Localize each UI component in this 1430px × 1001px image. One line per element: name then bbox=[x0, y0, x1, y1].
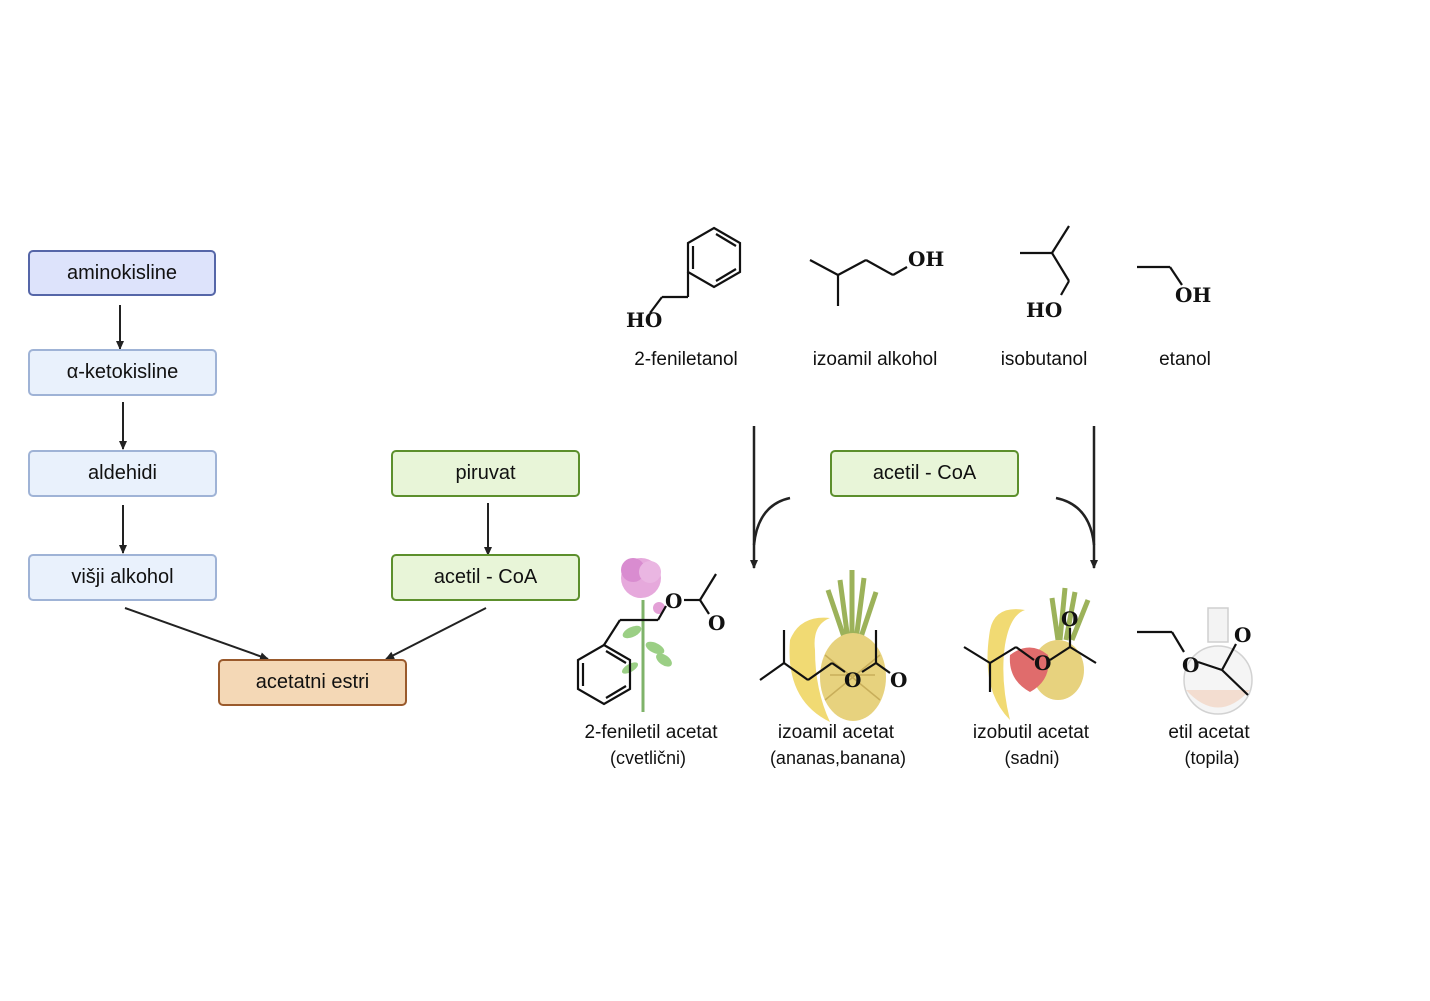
ester-label-isobutyl: izobutil acetat bbox=[972, 722, 1090, 743]
keto-acids-label: α-ketokisline bbox=[66, 361, 179, 383]
reaction-arrow-right-curve bbox=[1055, 496, 1096, 546]
acetate-esters-label: acetatni estri bbox=[255, 671, 370, 693]
phenylethanol-structure bbox=[649, 226, 742, 314]
phenylethanol-ho-label: HO bbox=[626, 308, 662, 332]
isobutyl-acetate-structure bbox=[963, 628, 1097, 692]
higher-alcohol-box: višji alkohol bbox=[28, 554, 217, 601]
ethanol-oh-label: OH bbox=[1175, 283, 1211, 307]
fruit-illustration bbox=[987, 587, 1091, 720]
ethyl-carbonyl-o: O bbox=[1234, 623, 1251, 647]
alcohol-label-isobutanol: isobutanol bbox=[1000, 349, 1088, 370]
acetate-esters-box: acetatni estri bbox=[218, 659, 407, 706]
aldehydes-label: aldehidi bbox=[88, 462, 157, 484]
isoamyl-alcohol-structure bbox=[809, 259, 908, 306]
keto-acids-box: α-ketokisline bbox=[28, 349, 217, 396]
pyruvate-label: piruvat bbox=[455, 462, 516, 484]
reaction-acetyl-coa-box: acetil - CoA bbox=[830, 450, 1019, 497]
acetyl-coa-label: acetil - CoA bbox=[433, 566, 538, 588]
isobutyl-ester-o: O bbox=[1034, 651, 1051, 675]
isoamyl-acetate-structure bbox=[759, 630, 891, 681]
rose-illustration bbox=[621, 558, 672, 712]
ester-note-isoamyl: (ananas,banana) bbox=[769, 748, 907, 768]
arrow-acetylcoa-to-esters bbox=[385, 607, 487, 660]
acetyl-coa-box: acetil - CoA bbox=[391, 554, 580, 601]
alcohol-label-ethanol: etanol bbox=[1159, 349, 1211, 370]
alcohol-label-isoamyl: izoamil alkohol bbox=[812, 349, 938, 370]
aldehydes-box: aldehidi bbox=[28, 450, 217, 497]
ester-label-ethyl: etil acetat bbox=[1168, 722, 1250, 743]
isoamyl-carbonyl-o: O bbox=[890, 668, 907, 692]
ethanol-structure bbox=[1137, 265, 1183, 286]
isobutyl-carbonyl-o: O bbox=[1061, 607, 1078, 631]
phenylethyl-carbonyl-o: O bbox=[708, 611, 725, 635]
banana-pineapple-illustration bbox=[789, 570, 886, 722]
pyruvate-box: piruvat bbox=[391, 450, 580, 497]
ethyl-ester-o: O bbox=[1182, 653, 1199, 677]
ester-label-phenylethyl: 2-feniletil acetat bbox=[584, 722, 718, 743]
reaction-arrow-left-curve bbox=[752, 496, 791, 546]
isoamyl-ester-o: O bbox=[844, 668, 861, 692]
reaction-acetyl-coa-label: acetil - CoA bbox=[872, 462, 977, 484]
isobutanol-structure bbox=[1020, 225, 1070, 296]
ester-note-ethyl: (topila) bbox=[1184, 748, 1240, 768]
alcohol-label-phenylethanol: 2-feniletanol bbox=[634, 349, 738, 370]
ester-note-isobutyl: (sadni) bbox=[1004, 748, 1060, 768]
amino-acids-label: aminokisline bbox=[66, 261, 178, 284]
isobutanol-ho-label: HO bbox=[1026, 298, 1062, 322]
arrow-alcohol-to-esters bbox=[124, 607, 269, 661]
phenylethyl-ester-o: O bbox=[665, 589, 682, 613]
ester-label-isoamyl: izoamil acetat bbox=[777, 722, 895, 743]
higher-alcohol-label: višji alkohol bbox=[71, 566, 174, 588]
amino-acids-box: aminokisline bbox=[28, 250, 216, 296]
phenylethyl-acetate-structure bbox=[576, 573, 717, 706]
ester-note-phenylethyl: (cvetlični) bbox=[609, 748, 686, 768]
ethyl-acetate-structure bbox=[1137, 630, 1249, 696]
isoamyl-oh-label: OH bbox=[908, 247, 944, 271]
